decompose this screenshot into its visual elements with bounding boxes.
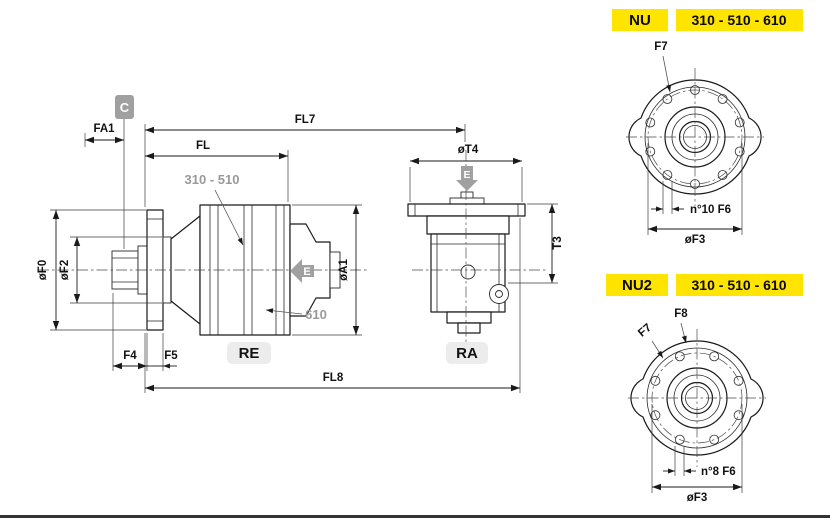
ra-bottom-step bbox=[446, 311, 492, 324]
ra-view-title: RA bbox=[456, 345, 478, 362]
dim-label-f5: F5 bbox=[164, 350, 178, 362]
nu2-badge bbox=[606, 274, 668, 296]
dim-label-f0: øF0 bbox=[37, 260, 49, 280]
ra-flange-plate bbox=[407, 203, 526, 217]
dim-label-fl: FL bbox=[196, 140, 210, 152]
ra-center-plug bbox=[460, 264, 476, 280]
nu2-badge-label: NU2 bbox=[622, 277, 652, 294]
nu-badge bbox=[612, 9, 668, 31]
dim-label-t3: T3 bbox=[552, 236, 564, 249]
range-label-310-510: 310 - 510 bbox=[185, 172, 240, 187]
ra-view-pill bbox=[446, 342, 488, 364]
re-view-title: RE bbox=[239, 345, 260, 362]
nu-dimensions bbox=[647, 55, 743, 235]
dim-label-fa1: FA1 bbox=[93, 123, 115, 135]
nu-range-label: 310 - 510 - 610 bbox=[692, 12, 787, 28]
bottom-edge-bar bbox=[0, 515, 830, 518]
dim-label-f4: F4 bbox=[123, 350, 137, 362]
marker-c-box bbox=[115, 95, 134, 119]
range-label-610: 610 bbox=[305, 307, 327, 322]
nu-front-view bbox=[626, 68, 764, 206]
nu2-range-badge bbox=[676, 274, 803, 296]
nu2-dimensions bbox=[651, 322, 743, 493]
nu-range-badge bbox=[676, 9, 803, 31]
dim-label-a1: øA1 bbox=[338, 259, 350, 281]
ra-side-view bbox=[407, 191, 526, 334]
dim-label-f2: øF2 bbox=[59, 260, 71, 280]
nu2-range-label: 310 - 510 - 610 bbox=[692, 277, 787, 293]
marker-e-down-label: E bbox=[463, 169, 470, 181]
dim-label-fl7: FL7 bbox=[295, 114, 315, 126]
marker-e-left-arrow-icon bbox=[290, 259, 314, 283]
ra-upper-body bbox=[426, 215, 510, 235]
nu-badge-label: NU bbox=[629, 12, 651, 29]
nu-dim-label-f7: F7 bbox=[654, 41, 667, 53]
ra-dimensions bbox=[409, 157, 558, 284]
re-dimensions bbox=[50, 119, 521, 393]
dim-label-t4: øT4 bbox=[458, 144, 479, 156]
ra-coupling-disc bbox=[449, 197, 485, 205]
nu2-dim-label-holes: n°8 F6 bbox=[701, 466, 736, 478]
nu-dim-label-f3: øF3 bbox=[685, 234, 705, 246]
marker-c-label: C bbox=[120, 100, 130, 115]
marker-e-down-arrow-icon bbox=[456, 166, 478, 191]
re-view-pill bbox=[227, 342, 271, 364]
dim-label-fl8: FL8 bbox=[323, 372, 344, 384]
labels: FA1 FL7 FL 310 - 510 610 øF0 øF2 øA1 F4 … bbox=[37, 9, 803, 504]
nu2-dim-label-f3: øF3 bbox=[687, 492, 707, 504]
nu-dim-label-holes: n°10 F6 bbox=[690, 204, 731, 216]
marker-e-left-label: E bbox=[303, 266, 310, 278]
nu2-dim-label-f7: F7 bbox=[636, 322, 654, 340]
nu2-front-view bbox=[628, 329, 766, 467]
nu2-dim-label-f8: F8 bbox=[674, 308, 688, 320]
ra-bottom-stub bbox=[457, 322, 481, 334]
